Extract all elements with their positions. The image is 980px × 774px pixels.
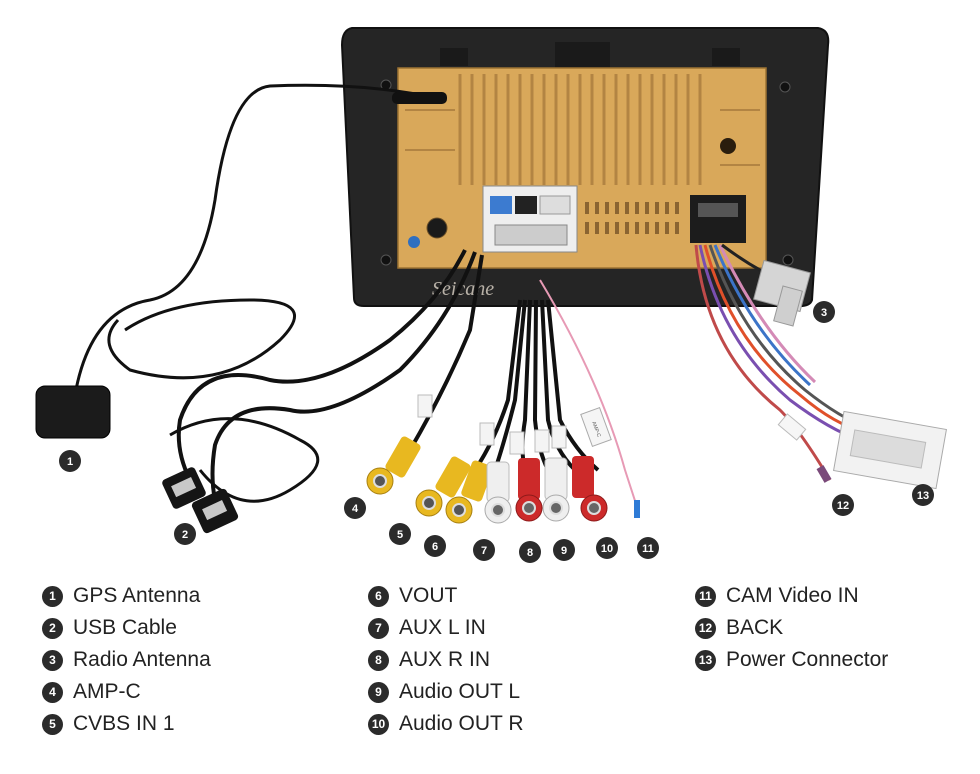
legend-column-1: 1 GPS Antenna 2 USB Cable 3 Radio Antenna 4…: [42, 580, 211, 740]
callout-2: 2: [174, 523, 196, 545]
legend-column-3: 11 CAM Video IN 12 BACK 13 Power Connector: [695, 580, 888, 676]
legend-label: GPS Antenna: [73, 584, 201, 607]
legend-badge: 13: [695, 649, 716, 671]
legend-badge: 11: [695, 585, 716, 607]
legend-badge: 5: [42, 713, 63, 735]
legend-label: AUX L IN: [399, 616, 486, 639]
callout-1: 1: [59, 450, 81, 472]
legend-label: CVBS IN 1: [73, 712, 175, 735]
gps-antenna-puck: [35, 385, 111, 439]
legend-item: 7 AUX L IN: [368, 612, 524, 644]
legend-badge: 12: [695, 617, 716, 639]
svg-text:3: 3: [821, 307, 827, 319]
svg-text:11: 11: [642, 543, 654, 555]
callout-9: 9: [553, 539, 575, 561]
legend-badge: 6: [368, 585, 389, 607]
legend-item: 8 AUX R IN: [368, 644, 524, 676]
legend-item: 1 GPS Antenna: [42, 580, 211, 612]
callout-6: 6: [424, 535, 446, 557]
callout-13: 13: [912, 484, 934, 506]
callout-12: 12: [832, 494, 854, 516]
radio-antenna-adapter: [753, 259, 811, 327]
legend-item: 6 VOUT: [368, 580, 524, 612]
heatsink-fins: [458, 74, 702, 185]
legend-label: CAM Video IN: [726, 584, 859, 607]
power-connector-plug: [833, 410, 947, 490]
legend-label: Audio OUT L: [399, 680, 521, 703]
svg-text:10: 10: [601, 543, 613, 555]
callout-7: 7: [473, 539, 495, 561]
rca-white-1: [484, 461, 512, 524]
svg-text:13: 13: [917, 490, 929, 502]
legend-item: 11 CAM Video IN: [695, 580, 888, 612]
rca-vout-yellow: [366, 436, 421, 495]
legend-badge: 9: [368, 681, 389, 703]
legend-badge: 10: [368, 713, 389, 735]
callout-11: 11: [637, 537, 659, 559]
wiring-diagram-photo: Seicane AMP-C: [35, 27, 947, 563]
svg-text:1: 1: [67, 456, 73, 468]
legend-label: Radio Antenna: [73, 648, 211, 671]
legend-item: 4 AMP-C: [42, 676, 211, 708]
legend-badge: 4: [42, 681, 63, 703]
legend-item: 9 Audio OUT L: [368, 676, 524, 708]
callout-4: 4: [344, 497, 366, 519]
rca-aux-yellow: [445, 460, 493, 524]
legend-label: Audio OUT R: [399, 712, 524, 735]
callout-10: 10: [596, 537, 618, 559]
callout-8: 8: [519, 541, 541, 563]
svg-text:2: 2: [182, 529, 188, 541]
rca-cvbs-yellow: [415, 456, 471, 517]
amp-tag: [580, 406, 612, 448]
legend-item: 3 Radio Antenna: [42, 644, 211, 676]
power-socket: [690, 195, 746, 243]
svg-text:7: 7: [481, 545, 487, 557]
callout-5: 5: [389, 523, 411, 545]
legend-badge: 2: [42, 617, 63, 639]
legend-item: 10 Audio OUT R: [368, 708, 524, 740]
legend-label: USB Cable: [73, 616, 177, 639]
legend-badge: 7: [368, 617, 389, 639]
callout-3: 3: [813, 301, 835, 323]
svg-text:12: 12: [837, 500, 849, 512]
legend-item: 13 Power Connector: [695, 644, 888, 676]
legend-item: 2 USB Cable: [42, 612, 211, 644]
svg-text:6: 6: [432, 541, 438, 553]
svg-text:8: 8: [527, 547, 533, 559]
legend-badge: 1: [42, 585, 63, 607]
svg-text:AMP-C: AMP-C: [590, 421, 601, 439]
legend-label: BACK: [726, 616, 784, 639]
legend-label: AUX R IN: [399, 648, 491, 671]
legend-item: 12 BACK: [695, 612, 888, 644]
rca-red-2: [572, 456, 608, 522]
rca-white-2: [542, 457, 570, 522]
legend-item: 5 CVBS IN 1: [42, 708, 211, 740]
svg-text:4: 4: [352, 503, 359, 515]
svg-text:9: 9: [561, 545, 567, 557]
rca-red-1: [515, 458, 543, 522]
legend-label: VOUT: [399, 584, 458, 607]
legend-badge: 8: [368, 649, 389, 671]
legend-label: Power Connector: [726, 648, 889, 671]
legend-badge: 3: [42, 649, 63, 671]
legend-label: AMP-C: [73, 680, 141, 703]
radio-jack: [426, 217, 448, 239]
legend-column-2: 6 VOUT 7 AUX L IN 8 AUX R IN 9 Audio OUT L 1…: [368, 580, 524, 740]
svg-text:5: 5: [397, 529, 403, 541]
